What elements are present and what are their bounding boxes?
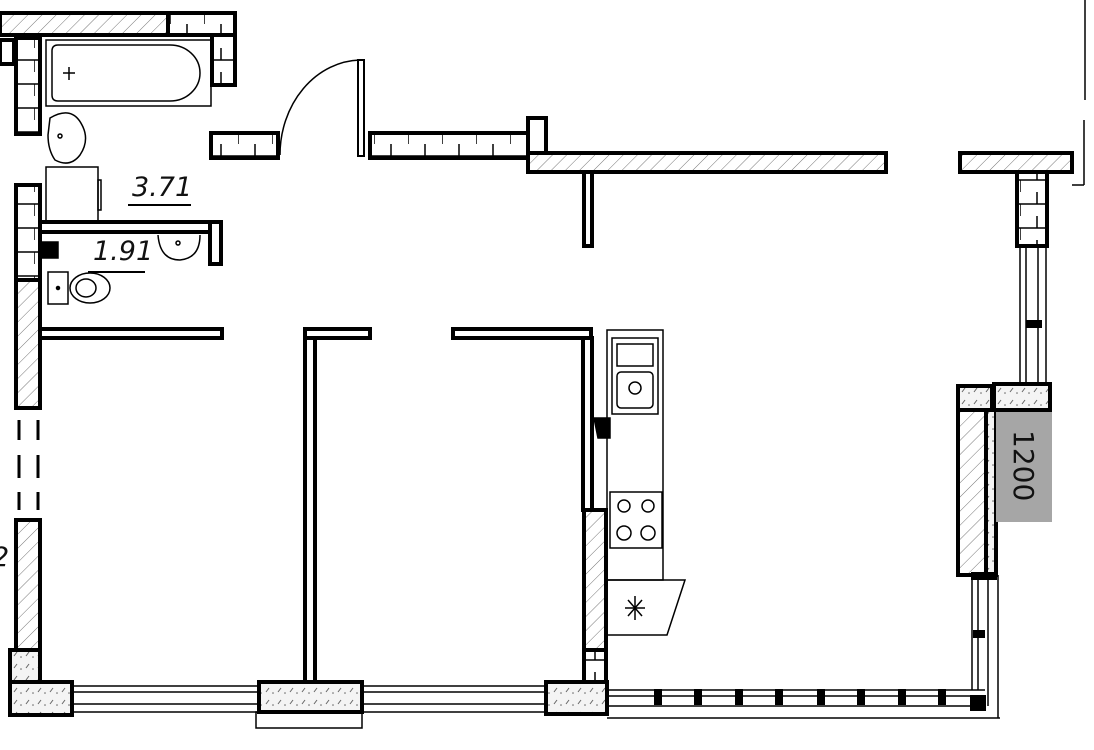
bathroom-area-label: 3.71 bbox=[132, 172, 192, 203]
washing-machine bbox=[45, 166, 102, 223]
bathtub bbox=[45, 39, 212, 107]
toilet-area-label: 1.91 bbox=[93, 236, 153, 267]
walls bbox=[0, 11, 1074, 717]
toilet-bowl bbox=[41, 241, 111, 305]
dimension-label: 1200 bbox=[1007, 430, 1040, 501]
dimension-box: 1200 bbox=[996, 412, 1052, 522]
room-labels: 3.71 1.91 2 bbox=[0, 172, 192, 573]
left-room-area-label: 2 bbox=[0, 542, 9, 573]
toilet-sink bbox=[157, 234, 201, 261]
windows bbox=[17, 0, 1086, 729]
kitchen-counter bbox=[593, 329, 687, 636]
bathroom-sink bbox=[47, 112, 87, 164]
entrance-door bbox=[279, 59, 365, 157]
window-mullions bbox=[654, 320, 1042, 711]
